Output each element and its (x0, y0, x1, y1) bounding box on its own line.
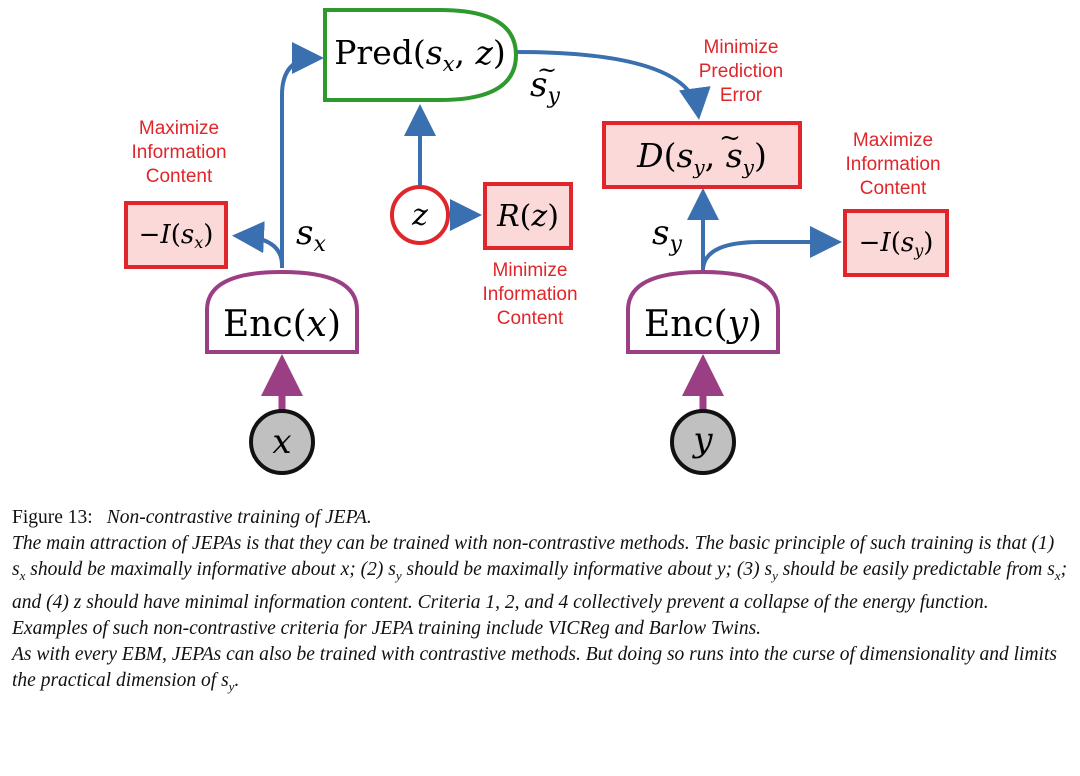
arrow-sy-to-info (701, 226, 842, 269)
svg-text:Error: Error (720, 85, 763, 106)
node-y-label: y (691, 420, 713, 460)
node-z-label: z (411, 198, 428, 233)
figure-label: Figure 13: (12, 507, 93, 528)
label-sx: sx (296, 213, 326, 257)
caption-title-line: Figure 13: Non-contrastive training of JE… (12, 505, 1070, 531)
label-sy-tilde-mark: ~ (537, 56, 557, 84)
node-x (249, 409, 315, 475)
encoder-y (626, 269, 780, 354)
arrow-pred-to-d (515, 50, 711, 120)
arrow-sx-to-info (232, 221, 284, 266)
svg-text:Information: Information (482, 284, 577, 305)
svg-text:Information: Information (845, 154, 940, 175)
svg-text:Information: Information (131, 142, 226, 163)
cost-d-tilde: ~ (719, 123, 741, 153)
label-sy: sy (652, 213, 682, 257)
node-x-label: x (272, 422, 291, 462)
encoder-x (205, 269, 359, 354)
node-y (670, 409, 736, 475)
svg-text:Minimize: Minimize (704, 37, 779, 58)
note-max-info-left: Maximize Information Content (131, 118, 226, 187)
note-min-info: Minimize Information Content (482, 260, 577, 329)
cost-rz-label: R(z) (496, 199, 559, 234)
note-min-pred: Minimize Prediction Error (699, 37, 784, 106)
caption-paragraph-2: Examples of such non-contrastive criteri… (12, 617, 762, 639)
figure-caption: Figure 13: Non-contrastive training of JE… (12, 505, 1070, 700)
svg-text:Maximize: Maximize (139, 118, 219, 139)
cost-info-y (843, 209, 949, 277)
cost-info-x (124, 201, 228, 269)
caption-paragraph-1: The main attraction of JEPAs is that the… (12, 533, 1068, 613)
note-max-info-right: Maximize Information Content (845, 130, 940, 199)
cost-info-y-label: −I(sy) (859, 228, 934, 260)
predictor-box (323, 8, 519, 102)
arrow-sx-to-pred (280, 42, 324, 268)
encoder-x-label: Enc(x) (223, 304, 341, 345)
svg-text:Maximize: Maximize (853, 130, 933, 151)
jepa-diagram: Pred(sx, z) Enc(x) Enc(y) x y z −I(sx) R… (124, 8, 949, 475)
node-z (390, 185, 450, 245)
figure-title: Non-contrastive training of JEPA. (106, 507, 372, 528)
cost-d (602, 121, 802, 189)
svg-text:Content: Content (497, 308, 564, 329)
svg-text:Content: Content (860, 178, 927, 199)
svg-text:Prediction: Prediction (699, 61, 784, 82)
cost-rz (483, 182, 573, 250)
svg-text:Content: Content (146, 166, 213, 187)
encoder-y-label: Enc(y) (644, 304, 762, 345)
svg-text:Minimize: Minimize (493, 260, 568, 281)
predictor-label: Pred(sx, z) (334, 33, 506, 76)
caption-paragraph-3: As with every EBM, JEPAs can also be tra… (12, 643, 1057, 694)
